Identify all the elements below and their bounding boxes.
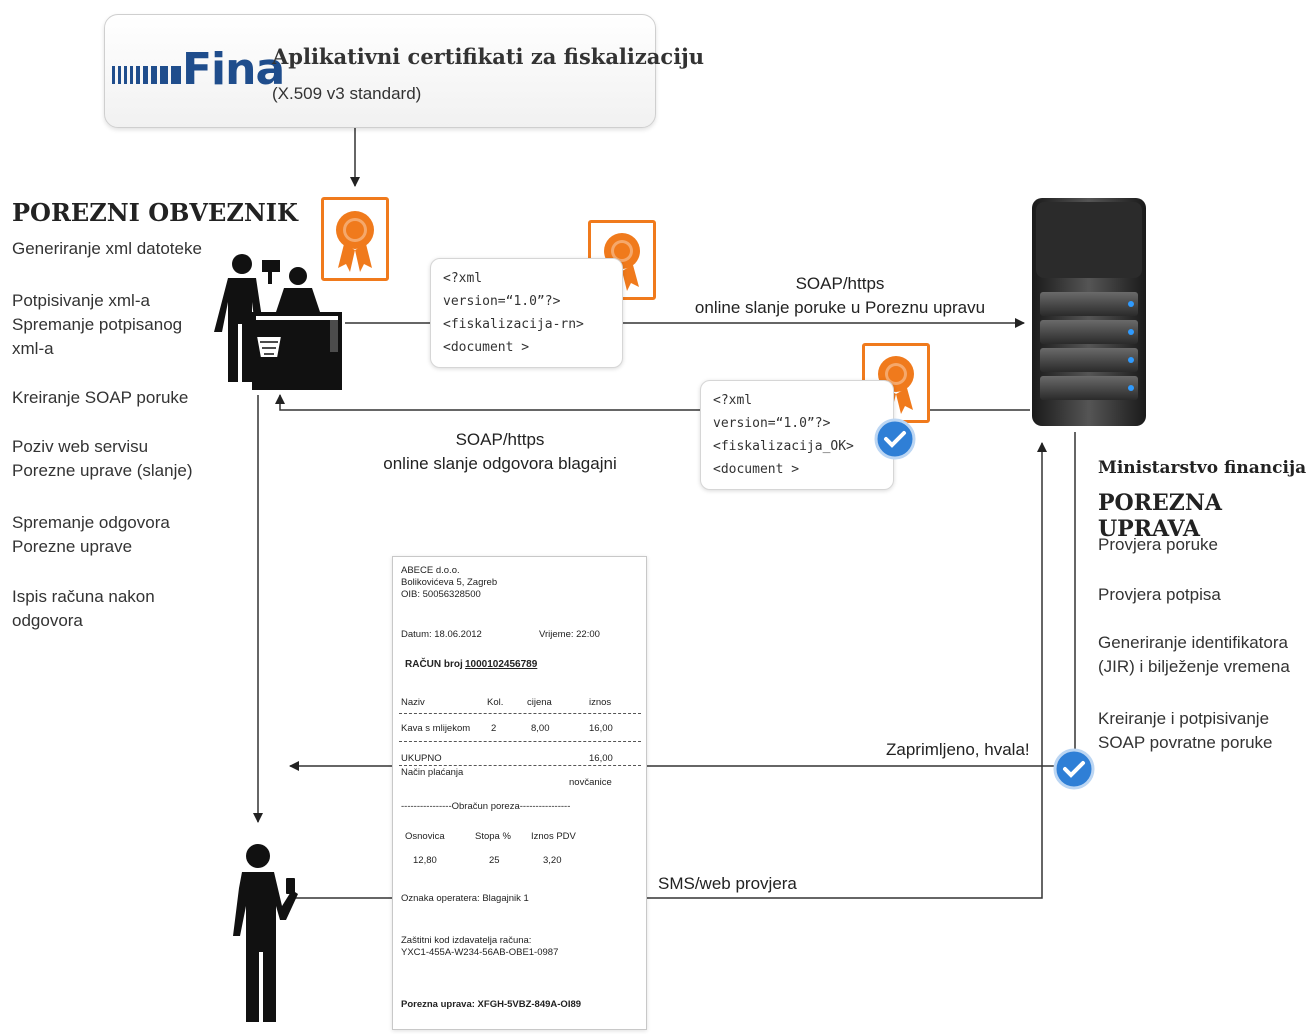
receipt-time: Vrijeme: 22:00	[539, 629, 600, 640]
receipt-invoice-number: 1000102456789	[465, 659, 538, 670]
receipt-item: 8,00	[531, 723, 550, 734]
request-xml-box: <?xml version=“1.0”?> <fiskalizacija-rn>…	[430, 258, 623, 368]
thanks-label: Zaprimljeno, hvala!	[886, 740, 1030, 759]
receipt-company: ABECE d.o.o.	[401, 565, 460, 576]
receipt-address: Bolikovićeva 5, Zagreb	[401, 577, 498, 588]
receipt-divider	[399, 765, 641, 766]
receipt-divider	[399, 741, 641, 742]
receipt-oib: OIB: 50056328500	[401, 589, 481, 600]
ministry-label: Ministarstvo financija	[1098, 458, 1307, 478]
reply-description-label: online slanje odgovora blagajni	[383, 454, 617, 473]
customer-icon	[233, 844, 298, 1022]
receipt-tax-value: 25	[489, 855, 500, 866]
receipt-tax-column: Iznos PDV	[531, 831, 576, 842]
send-description-label: online slanje poruke u Poreznu upravu	[694, 298, 986, 317]
receipt-divider	[399, 713, 641, 714]
receipt-item: 2	[491, 723, 497, 734]
taxpayer-step: Porezne uprave (slanje)	[12, 461, 193, 480]
xml-line: <?xml	[713, 393, 753, 408]
xml-line: <?xml	[443, 271, 483, 286]
receipt-item: Kava s mlijekom	[401, 723, 471, 734]
receipt-column: Kol.	[487, 697, 504, 708]
authority-step: (JIR) i bilježenje vremena	[1098, 657, 1290, 676]
receipt-total-value: 16,00	[589, 753, 613, 764]
receipt-tax-heading: ----------------Obračun poreza----------…	[401, 801, 571, 812]
fina-certificate-box	[104, 14, 656, 128]
receipt-invoice-label: RAČUN broj	[405, 659, 463, 670]
authority-step: Provjera potpisa	[1098, 585, 1221, 604]
receipt-tax-column: Stopa %	[475, 831, 511, 842]
receipt-zki-value: YXC1-455A-W234-56AB-OBE1-0987	[401, 947, 559, 958]
receipt-payment-label: Način plaćanja	[401, 767, 464, 778]
receipt-tax-column: Osnovica	[405, 831, 445, 842]
taxpayer-step: Kreiranje SOAP poruke	[12, 388, 189, 407]
fina-logo-bars-icon	[112, 66, 181, 84]
taxpayer-step: Poziv web servisu	[12, 437, 149, 456]
reply-protocol-label: SOAP/https	[455, 430, 545, 449]
taxpayer-step: xml-a	[12, 339, 54, 358]
server-icon	[1032, 198, 1146, 426]
receipt-date: Datum: 18.06.2012	[401, 629, 482, 640]
xml-line: version=“1.0”?>	[443, 294, 561, 309]
authority-step: Generiranje identifikatora	[1098, 633, 1288, 652]
receipt-column: Naziv	[401, 697, 425, 708]
receipt-tax-value: 3,20	[543, 855, 562, 866]
fina-logo: Fina	[182, 44, 285, 95]
fina-title: Aplikativni certifikati za fiskalizaciju	[272, 44, 705, 69]
receipt-item: 16,00	[589, 723, 613, 734]
xml-line: <fiskalizacija-rn>	[443, 317, 584, 332]
taxpayer-step: Potpisivanje xml-a	[12, 291, 150, 310]
receipt-column: cijena	[527, 697, 552, 708]
certificate-badge-icon	[321, 197, 389, 281]
authority-step: Kreiranje i potpisivanje	[1098, 709, 1270, 728]
receipt-tax-value: 12,80	[413, 855, 437, 866]
taxpayer-step: Spremanje odgovora	[12, 513, 170, 532]
authority-step: SOAP povratne poruke	[1098, 733, 1273, 752]
response-xml-box: <?xml version=“1.0”?> <fiskalizacija_OK>…	[700, 380, 894, 490]
sms-arrow	[645, 442, 1047, 899]
xml-line: <document >	[443, 340, 530, 355]
taxpayer-step: odgovora	[12, 611, 83, 630]
taxpayer-step: Ispis računa nakon	[12, 587, 155, 606]
taxpayer-step: Porezne uprave	[12, 537, 133, 556]
taxpayer-heading: POREZNI OBVEZNIK	[12, 198, 298, 227]
sms-check-label: SMS/web provjera	[658, 874, 797, 893]
check-icon	[874, 418, 916, 460]
xml-line: version=“1.0”?>	[713, 416, 831, 431]
receipt-payment-value: novčanice	[569, 777, 612, 788]
fina-subtitle: (X.509 v3 standard)	[272, 84, 422, 103]
send-protocol-label: SOAP/https	[795, 274, 885, 293]
receipt-operator: Oznaka operatera: Blagajnik 1	[401, 893, 529, 904]
receipt-jir: Porezna uprava: XFGH-5VBZ-849A-OI89	[401, 999, 582, 1010]
receipt: ABECE d.o.o. Bolikovićeva 5, Zagreb OIB:…	[392, 556, 647, 1030]
check-icon	[1053, 748, 1095, 790]
receipt-total-label: UKUPNO	[401, 753, 442, 764]
xml-line: <document >	[713, 462, 800, 477]
taxpayer-step: Generiranje xml datoteke	[12, 239, 202, 258]
taxpayer-step: Spremanje potpisanog	[12, 315, 183, 334]
authority-step: Provjera poruke	[1098, 535, 1219, 554]
cashier-icon	[214, 254, 342, 390]
receipt-zki-label: Zaštitni kod izdavatelja računa:	[401, 935, 532, 946]
xml-line: <fiskalizacija_OK>	[713, 439, 854, 454]
receipt-column: iznos	[589, 697, 612, 708]
tax-authority-heading: POREZNA UPRAVA	[1098, 490, 1222, 542]
